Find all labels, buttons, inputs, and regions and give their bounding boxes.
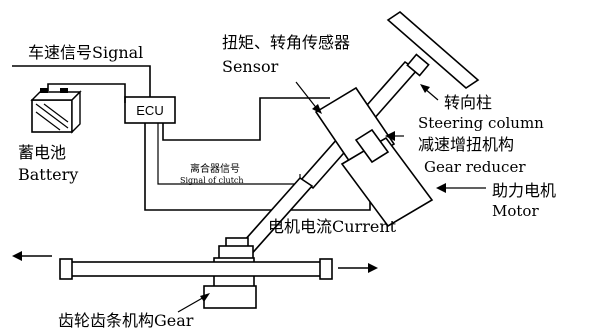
motor-leader-arrow: [436, 183, 486, 193]
motor-label-en: Motor: [492, 202, 539, 220]
steering-leader-arrow: [420, 84, 439, 101]
motor-label-cn: 助力电机: [492, 181, 556, 200]
reducer-label-en: Gear reducer: [424, 158, 526, 176]
steering-label-en: Steering column: [418, 114, 544, 132]
ecu-label: ECU: [136, 103, 163, 118]
rack-arrow-left: [12, 251, 52, 261]
sensor-leader-arrow: [295, 81, 322, 114]
current-label: 电机电流Current: [268, 217, 397, 236]
battery-label-en: Battery: [18, 165, 78, 184]
sensor-label-cn: 扭矩、转角传感器: [222, 33, 350, 52]
ecu-box: ECU: [124, 96, 176, 124]
battery-icon: [30, 88, 82, 134]
clutch-label-cn: 离合器信号: [190, 162, 240, 175]
signal-label: 车速信号Signal: [28, 43, 143, 62]
steering-label-cn: 转向柱: [444, 93, 492, 112]
ecu-sensor-wire: [162, 97, 330, 141]
reducer-leader-arrow: [385, 131, 404, 141]
clutch-label-en: Signal of clutch: [180, 176, 244, 185]
lower-joint: [218, 237, 254, 261]
speed-signal-line: [12, 65, 151, 98]
steering-wheel: [386, 10, 480, 90]
battery-label-cn: 蓄电池: [18, 143, 66, 162]
rack: [59, 258, 333, 280]
battery-ecu-wire: [47, 83, 126, 103]
sensor-label-en: Sensor: [222, 57, 279, 76]
gear-leader-arrow: [177, 293, 210, 313]
reducer-label-cn: 减速增扭机构: [418, 135, 514, 154]
motor-box: [340, 128, 434, 228]
rack-arrow-right: [338, 263, 378, 273]
gear-label: 齿轮齿条机构Gear: [58, 311, 194, 330]
